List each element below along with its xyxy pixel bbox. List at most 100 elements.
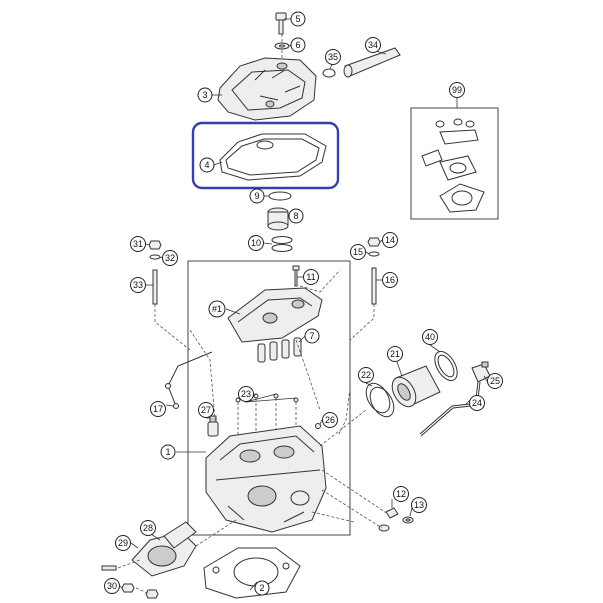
- svg-text:9: 9: [254, 191, 259, 201]
- part-screw-5: [275, 12, 287, 35]
- callout-15: 15: [350, 244, 366, 260]
- part-oring-9: [268, 191, 292, 201]
- callout-hash-1: #1: [208, 300, 226, 318]
- callout-30: 30: [104, 578, 120, 594]
- callout-3: 3: [197, 87, 213, 103]
- callout-33: 33: [130, 277, 146, 293]
- svg-text:40: 40: [425, 332, 435, 342]
- part-stud-29: [101, 565, 117, 571]
- part-oring-10: [271, 236, 293, 252]
- svg-text:21: 21: [390, 349, 400, 359]
- callout-24: 24: [469, 395, 485, 411]
- svg-text:26: 26: [325, 415, 335, 425]
- svg-text:#1: #1: [212, 304, 222, 314]
- callout-2: 2: [254, 580, 270, 596]
- svg-text:12: 12: [396, 489, 406, 499]
- callout-17: 17: [150, 401, 166, 417]
- part-washer-32: [149, 254, 161, 260]
- callout-29: 29: [115, 535, 131, 551]
- gasket-set-frame: [410, 107, 499, 220]
- callout-26: 26: [322, 412, 338, 428]
- svg-text:15: 15: [353, 247, 363, 257]
- callout-99: 99: [449, 82, 465, 98]
- part-clamp-35: [322, 68, 336, 78]
- callout-11: 11: [303, 269, 319, 285]
- svg-text:4: 4: [204, 160, 209, 170]
- svg-text:31: 31: [133, 239, 143, 249]
- callout-16: 16: [382, 272, 398, 288]
- callout-12: 12: [393, 486, 409, 502]
- svg-text:5: 5: [295, 14, 300, 24]
- part-clamp-40: [434, 350, 458, 382]
- callout-40: 40: [422, 329, 438, 345]
- svg-text:23: 23: [241, 389, 251, 399]
- part-stud-33: [152, 269, 158, 305]
- callout-14: 14: [382, 232, 398, 248]
- part-bolt-26: [315, 423, 321, 429]
- part-cylinder-head-1: [205, 425, 327, 533]
- callout-8: 8: [288, 208, 304, 224]
- callout-35: 35: [325, 49, 341, 65]
- part-clamp-22: [365, 382, 395, 418]
- svg-text:24: 24: [472, 398, 482, 408]
- callout-1: 1: [160, 444, 176, 460]
- part-head-gasket-2: [203, 547, 301, 599]
- callout-9: 9: [249, 188, 265, 204]
- svg-text:99: 99: [452, 85, 462, 95]
- svg-text:6: 6: [295, 40, 300, 50]
- part-bolts-11: [292, 265, 300, 287]
- callout-31: 31: [130, 236, 146, 252]
- callout-6: 6: [290, 37, 306, 53]
- svg-text:33: 33: [133, 280, 143, 290]
- svg-text:35: 35: [328, 52, 338, 62]
- svg-text:27: 27: [201, 405, 211, 415]
- part-gasket-4: [219, 133, 327, 181]
- svg-text:7: 7: [309, 331, 314, 341]
- part-stud-16: [371, 267, 377, 305]
- svg-text:10: 10: [251, 238, 261, 248]
- svg-text:3: 3: [202, 90, 207, 100]
- svg-text:1: 1: [165, 447, 170, 457]
- part-cam-bridge: [227, 287, 323, 343]
- callout-27: 27: [198, 402, 214, 418]
- svg-text:28: 28: [143, 523, 153, 533]
- callout-10: 10: [248, 235, 264, 251]
- svg-text:30: 30: [107, 581, 117, 591]
- part-oil-line-17: [165, 351, 213, 409]
- svg-text:17: 17: [153, 404, 163, 414]
- callout-25: 25: [487, 373, 503, 389]
- part-nut-30: [121, 583, 159, 599]
- svg-text:8: 8: [293, 211, 298, 221]
- cylinder-head-assembly-frame: [187, 260, 351, 536]
- part-fitting-27: [207, 415, 219, 437]
- callout-21: 21: [387, 346, 403, 362]
- callout-28: 28: [140, 520, 156, 536]
- part-plug-8: [267, 207, 289, 231]
- part-intake-boot-21: [391, 365, 441, 408]
- svg-text:14: 14: [385, 235, 395, 245]
- part-washer-13: [402, 516, 414, 524]
- callout-5: 5: [290, 11, 306, 27]
- svg-text:29: 29: [118, 538, 128, 548]
- callout-13: 13: [411, 497, 427, 513]
- svg-text:13: 13: [414, 500, 424, 510]
- part-gasket-set-99: [421, 118, 485, 213]
- svg-text:11: 11: [306, 272, 315, 282]
- callout-32: 32: [162, 250, 178, 266]
- part-sensor-25: [471, 361, 491, 383]
- svg-text:25: 25: [490, 376, 500, 386]
- part-bolt-12: [385, 507, 399, 519]
- svg-text:2: 2: [259, 583, 264, 593]
- svg-text:34: 34: [368, 40, 378, 50]
- part-valve-cover-3: [217, 57, 317, 121]
- svg-text:32: 32: [165, 253, 175, 263]
- svg-text:22: 22: [361, 370, 371, 380]
- part-nut-14: [367, 237, 381, 247]
- part-washer-6: [274, 42, 290, 50]
- part-lifters-7: [257, 337, 302, 363]
- svg-text:16: 16: [385, 275, 395, 285]
- callout-4: 4: [199, 157, 215, 173]
- callout-23: 23: [238, 386, 254, 402]
- selection-highlight: [191, 121, 340, 190]
